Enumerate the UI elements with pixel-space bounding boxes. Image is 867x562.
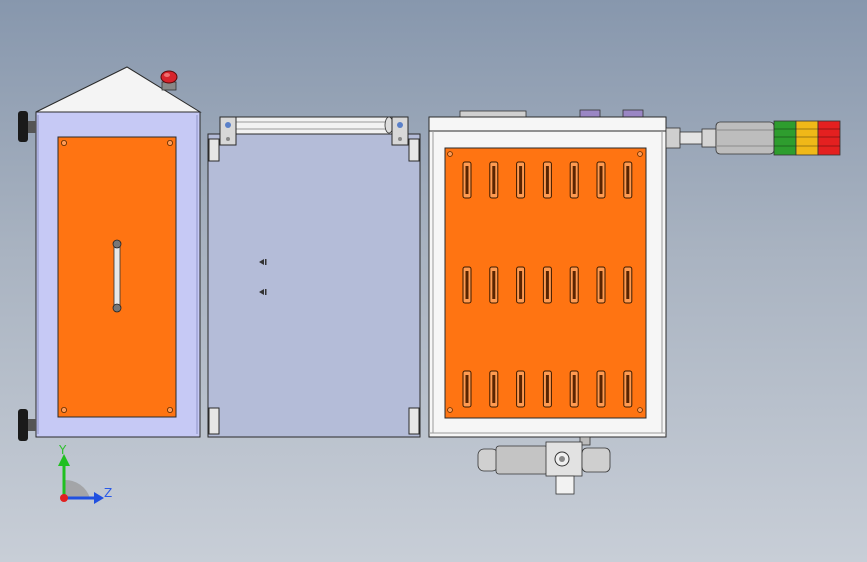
- top-handle-right: [622, 109, 644, 118]
- vent-slot-opening: [626, 271, 630, 299]
- vent-slot-opening: [492, 271, 496, 299]
- vent-slot-opening: [519, 166, 523, 194]
- bottom-sensor-assembly: [477, 436, 611, 495]
- signal-tower-icon[interactable]: [665, 120, 841, 156]
- leveling-foot-icon: [18, 409, 36, 441]
- door-handle-icon[interactable]: [112, 239, 122, 313]
- vent-slot-opening: [599, 166, 603, 194]
- vent-slot-opening: [572, 375, 576, 403]
- panel-screws: [61, 139, 173, 413]
- vent-slot-opening: [626, 166, 630, 194]
- vent-slot-opening: [599, 271, 603, 299]
- signal-tower-lights: [773, 120, 841, 156]
- vent-slot-opening: [545, 166, 549, 194]
- axis-triad-icon: Y Z: [58, 443, 112, 504]
- hinge-icon: [391, 116, 409, 146]
- top-roller-tube: [235, 116, 394, 135]
- leveling-foot-icon: [18, 111, 36, 142]
- middle-door-view: [207, 116, 421, 438]
- left-cabinet-view: [18, 66, 202, 441]
- vent-slot-opening: [492, 375, 496, 403]
- vent-slot-opening: [572, 271, 576, 299]
- vent-slot-opening: [572, 166, 576, 194]
- axis-z-label: Z: [104, 486, 112, 500]
- top-handle-left: [579, 109, 601, 118]
- vent-slot-opening: [599, 375, 603, 403]
- vent-slot-opening: [519, 271, 523, 299]
- right-front-view: [428, 109, 667, 438]
- vent-slots: [462, 161, 633, 408]
- vent-slot-opening: [465, 166, 469, 194]
- corner-brackets: [208, 138, 420, 435]
- vent-slot-opening: [545, 375, 549, 403]
- signal-light-yellow: [795, 120, 819, 156]
- hinge-icon: [219, 116, 237, 146]
- signal-light-green: [773, 120, 797, 156]
- vent-panel-screws: [447, 151, 643, 413]
- door-sheet: [207, 133, 421, 438]
- signal-light-red: [817, 120, 841, 156]
- vent-slot-opening: [492, 166, 496, 194]
- vent-slot-opening: [465, 375, 469, 403]
- vent-slot-opening: [465, 271, 469, 299]
- vent-slot-opening: [626, 375, 630, 403]
- direction-marks: [259, 259, 267, 295]
- emergency-stop-icon[interactable]: [160, 70, 178, 91]
- vent-slot-opening: [519, 375, 523, 403]
- vent-slot-opening: [545, 271, 549, 299]
- axis-y-label: Y: [58, 443, 67, 457]
